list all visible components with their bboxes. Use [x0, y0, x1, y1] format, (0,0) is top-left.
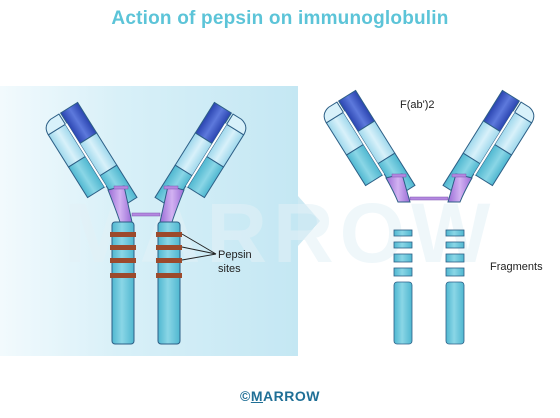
pepsin-label-sites: sites: [218, 263, 241, 275]
brand-rest: ARROW: [263, 388, 320, 404]
fc-stem-left: [111, 221, 135, 345]
reaction-arrow: [298, 196, 320, 246]
fc-fragments: Fragments: [393, 229, 543, 345]
footer-brand: ©MARROW: [0, 388, 560, 404]
page-title: Action of pepsin on immunoglobulin: [111, 8, 449, 29]
fragments-label: Fragments: [490, 261, 543, 273]
fab2-label: F(ab')2: [400, 99, 435, 111]
copyright-symbol: ©: [240, 388, 251, 404]
pepsin-site-bands: [110, 232, 182, 278]
pepsin-label: Pepsin: [218, 249, 252, 261]
brand-initial: M: [250, 388, 264, 404]
pepsin-leader-lines: [181, 233, 217, 261]
fc-stem-right: [157, 221, 181, 345]
fab2-fragment: F(ab')2: [319, 89, 539, 209]
intact-igg: Pepsin sites: [41, 101, 252, 345]
